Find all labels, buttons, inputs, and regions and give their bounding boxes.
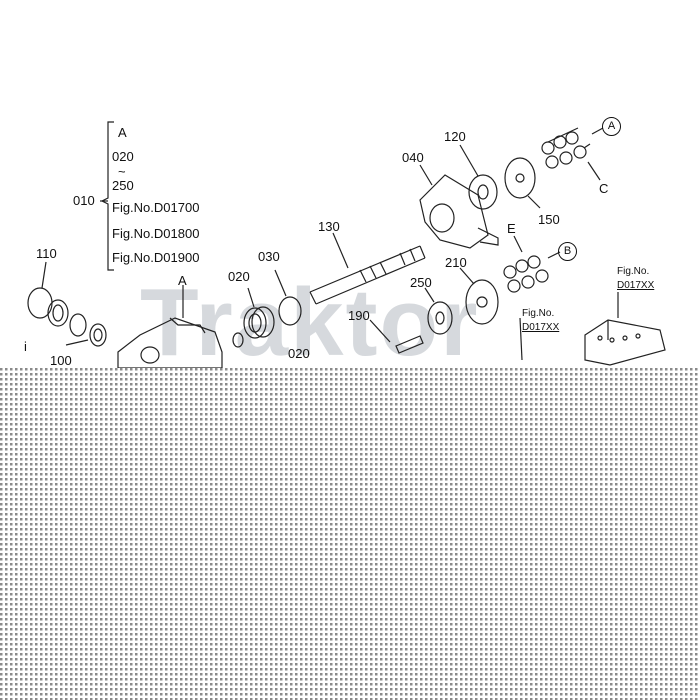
callout-040: 040 (402, 150, 424, 165)
fig-ref-number-mid: D017XX (522, 322, 560, 333)
cylinder-plate-210 (465, 279, 499, 325)
bracket-line-250: 250 (112, 178, 134, 193)
bushing-100 (89, 323, 107, 347)
fig-ref-d01900: Fig.No.D01900 (112, 250, 200, 265)
circled-label-a: A (602, 117, 621, 136)
valve-block (584, 319, 666, 366)
fig-ref-title-right: Fig.No. (617, 266, 650, 277)
callout-130: 130 (318, 219, 340, 234)
snap-ring-030 (278, 296, 302, 326)
piston-bundle-c (541, 127, 591, 169)
valve-plate-150 (504, 157, 536, 199)
group-ref-010: 010 (73, 193, 95, 208)
fig-ref-title-mid: Fig.No. (522, 308, 555, 319)
collar (232, 332, 244, 348)
shaft-130 (309, 245, 426, 305)
bearing-020 (243, 307, 267, 339)
fig-ref-d01700: Fig.No.D01700 (112, 200, 200, 215)
pin-190 (395, 335, 424, 354)
plate-120 (468, 174, 498, 210)
callout-150: 150 (538, 212, 560, 227)
callout-030: 030 (258, 249, 280, 264)
watermark-text: Traktor (140, 269, 480, 376)
callout-i: i (24, 339, 27, 354)
callout-c: C (599, 181, 609, 196)
o-ring (69, 313, 87, 337)
callout-250: 250 (410, 275, 432, 290)
callout-020-bearing: 020 (228, 269, 250, 284)
callout-110: 110 (36, 246, 57, 261)
callout-020-lower: 020 (288, 346, 310, 361)
swash-plate-040 (419, 174, 499, 249)
callout-100: 100 (50, 353, 72, 368)
callout-210: 210 (445, 255, 467, 270)
housing-a (117, 317, 223, 369)
bracket-line-a: A (118, 125, 127, 140)
callout-a: A (178, 273, 187, 288)
callout-190: 190 (348, 308, 370, 323)
disk-250 (427, 301, 453, 335)
bracket-line-tilde: ~ (118, 164, 126, 179)
circled-label-b: B (558, 242, 577, 261)
dotted-mask-overlay (0, 368, 700, 700)
bracket-line-020: 020 (112, 149, 134, 164)
callout-120: 120 (444, 129, 466, 144)
callout-e: E (507, 221, 516, 236)
fig-ref-d01800: Fig.No.D01800 (112, 226, 200, 241)
group-bracket-line (100, 121, 114, 271)
fig-ref-number-right: D017XX (617, 280, 655, 291)
seal-ring (47, 299, 69, 327)
piston-bundle-e (503, 255, 549, 293)
